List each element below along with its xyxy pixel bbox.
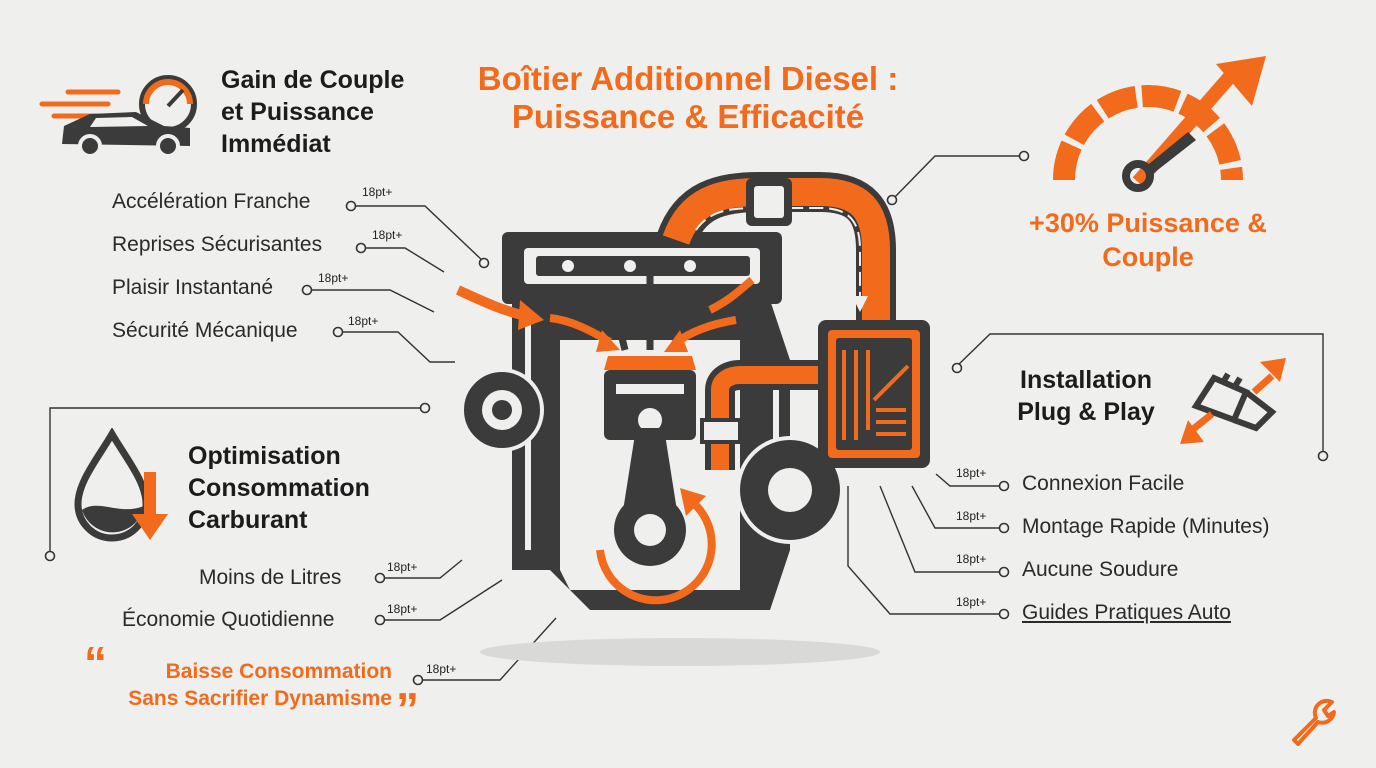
- power-gain-line: +30% Puissance &: [1029, 208, 1267, 238]
- gain-item-tag: 18pt+: [318, 271, 349, 285]
- guides-pratiques-link[interactable]: Guides Pratiques Auto: [1022, 601, 1231, 624]
- install-item-tag: 18pt+: [956, 509, 987, 523]
- install-title-line: Plug & Play: [1017, 398, 1155, 426]
- gain-item-tag: 18pt+: [372, 228, 403, 242]
- install-section-title: Installation Plug & Play: [996, 364, 1176, 428]
- gain-item-tag: 18pt+: [348, 314, 379, 328]
- conso-title-line: Consommation: [188, 474, 370, 502]
- conso-item-litres: Moins de Litres: [199, 566, 342, 589]
- install-item-soudure: Aucune Soudure: [1022, 558, 1179, 581]
- quote-close-mark: ”: [396, 683, 419, 735]
- gain-title-line: et Puissance: [221, 98, 374, 126]
- install-item-connexion: Connexion Facile: [1022, 472, 1185, 495]
- gain-item-securite: Sécurité Mécanique: [112, 319, 298, 342]
- engine-icon: [455, 172, 930, 666]
- gain-item-acceleration: Accélération Franche: [112, 190, 311, 213]
- title-line-1: Boîtier Additionnel Diesel :: [477, 60, 899, 97]
- install-item-tag: 18pt+: [956, 466, 987, 480]
- gain-section-title: Gain de Couple et Puissance Immédiat: [221, 64, 404, 160]
- conso-item-economie: Économie Quotidienne: [122, 608, 335, 631]
- gain-item-tag: 18pt+: [362, 185, 393, 199]
- quote-line: Baisse Consommation: [165, 660, 392, 683]
- plug-icon: [1180, 358, 1286, 444]
- gain-title-line: Immédiat: [221, 130, 331, 158]
- quote-line: Sans Sacrifier Dynamisme: [128, 687, 392, 710]
- install-item-tag: 18pt+: [956, 552, 987, 566]
- gauge-up-icon: [1053, 56, 1266, 192]
- conso-title-line: Carburant: [188, 506, 308, 534]
- gain-item-plaisir: Plaisir Instantané: [112, 276, 274, 299]
- car-speed-icon: [39, 75, 197, 158]
- gain-item-reprises: Reprises Sécurisantes: [112, 233, 323, 256]
- fuel-drop-down-icon: [74, 428, 168, 542]
- install-item-montage: Montage Rapide (Minutes): [1022, 515, 1270, 538]
- wrench-icon: [1292, 698, 1336, 746]
- install-item-tag: 18pt+: [956, 595, 987, 609]
- conso-item-tag: 18pt+: [387, 560, 418, 574]
- conso-item-tag: 18pt+: [387, 602, 418, 616]
- gain-title-line: Gain de Couple: [221, 66, 405, 94]
- power-gain-line: Couple: [1102, 242, 1194, 272]
- title-line-2: Puissance & Efficacité: [511, 98, 865, 135]
- quote-text: Baisse Consommation Sans Sacrifier Dynam…: [92, 658, 392, 712]
- power-gain-label: +30% Puissance & Couple: [1010, 206, 1286, 274]
- install-title-line: Installation: [1020, 366, 1152, 394]
- conso-section-title: Optimisation Consommation Carburant: [188, 440, 370, 536]
- conso-title-line: Optimisation: [188, 442, 341, 470]
- quote-open-mark: “: [84, 637, 107, 689]
- quote-tag: 18pt+: [426, 662, 457, 676]
- page-title: Boîtier Additionnel Diesel : Puissance &…: [0, 60, 1376, 136]
